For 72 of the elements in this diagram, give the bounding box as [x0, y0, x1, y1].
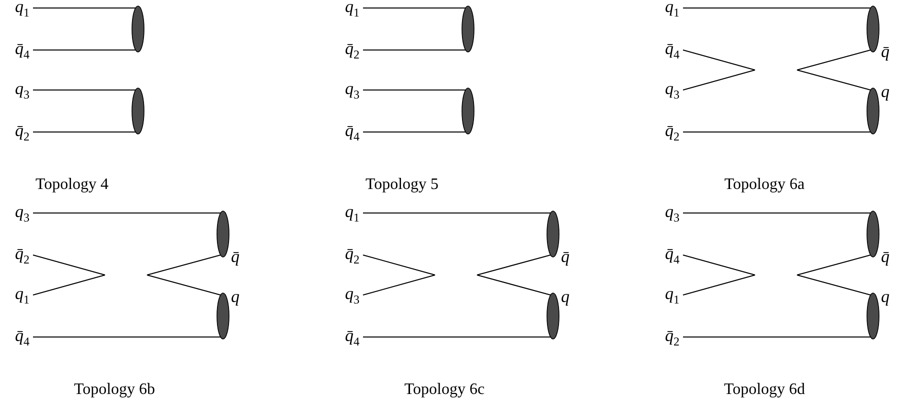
- quark-label: q̄$_{2}$: [345, 244, 360, 269]
- quark-label: q̄$_{2}$: [15, 120, 30, 146]
- panel-caption: Topology 5: [365, 175, 439, 195]
- hadron-blob: [461, 5, 475, 53]
- hadron-blob: [216, 210, 230, 258]
- quark-label: q̄$_{2}$: [345, 38, 360, 64]
- hadron-blob: [131, 5, 145, 53]
- quark-label: q$_{1}$: [345, 202, 360, 227]
- panel-caption: Topology 6b: [74, 380, 156, 400]
- quark-line: [32, 336, 222, 338]
- quark-label: q̄$_{2}$: [15, 244, 30, 269]
- hadron-blob: [461, 87, 475, 135]
- line-label: q̄: [881, 247, 890, 267]
- quark-line: [682, 212, 872, 214]
- quark-label: q̄$_{2}$: [665, 326, 680, 351]
- quark-line: [796, 254, 872, 276]
- line-label: q: [881, 287, 890, 307]
- quark-line: [682, 50, 756, 70]
- quark-label: q$_{3}$: [15, 202, 30, 227]
- quark-label: q$_{3}$: [665, 202, 680, 227]
- hadron-blob: [546, 292, 560, 340]
- line-label: q: [231, 287, 240, 307]
- panel-caption: Topology 6a: [724, 175, 805, 195]
- quark-line: [362, 212, 552, 214]
- line-label: q̄: [231, 247, 240, 267]
- quark-line: [796, 50, 872, 70]
- panel-caption: Topology 4: [35, 175, 109, 195]
- quark-line: [362, 254, 436, 276]
- quark-line: [682, 254, 756, 276]
- quark-line: [682, 70, 756, 90]
- quark-label: q$_{3}$: [345, 284, 360, 309]
- hadron-blob: [546, 210, 560, 258]
- line-label: q̄: [881, 42, 890, 62]
- quark-label: q̄$_{4}$: [15, 326, 30, 351]
- quark-line: [682, 274, 756, 296]
- hadron-blob: [866, 87, 880, 135]
- hadron-blob: [866, 292, 880, 340]
- quark-label: q̄$_{4}$: [345, 120, 360, 146]
- line-label: q: [881, 82, 890, 102]
- quark-line: [32, 254, 106, 276]
- quark-line: [362, 274, 436, 296]
- quark-line: [796, 70, 872, 90]
- quark-line: [796, 274, 872, 296]
- panel-caption: Topology 6c: [404, 380, 485, 400]
- quark-label: q$_{1}$: [345, 0, 360, 22]
- quark-label: q̄$_{4}$: [345, 326, 360, 351]
- quark-line: [32, 212, 222, 214]
- quark-label: q$_{1}$: [665, 0, 680, 22]
- quark-label: q$_{1}$: [665, 284, 680, 309]
- quark-label: q$_{3}$: [665, 78, 680, 104]
- quark-label: q̄$_{4}$: [665, 244, 680, 269]
- hadron-blob: [131, 87, 145, 135]
- hadron-blob: [216, 292, 230, 340]
- quark-line: [476, 254, 552, 276]
- quark-label: q$_{1}$: [15, 0, 30, 22]
- quark-line: [146, 254, 222, 276]
- line-label: q: [561, 287, 570, 307]
- quark-label: q$_{1}$: [15, 284, 30, 309]
- quark-label: q$_{3}$: [345, 78, 360, 104]
- quark-line: [682, 336, 872, 338]
- quark-line: [146, 274, 222, 296]
- quark-label: q̄$_{2}$: [665, 120, 680, 146]
- quark-line: [362, 336, 552, 338]
- panel-caption: Topology 6d: [724, 380, 806, 400]
- quark-line: [476, 274, 552, 296]
- quark-line: [32, 274, 106, 296]
- quark-label: q̄$_{4}$: [15, 38, 30, 64]
- quark-label: q̄$_{4}$: [665, 38, 680, 64]
- line-label: q̄: [561, 247, 570, 267]
- hadron-blob: [866, 210, 880, 258]
- hadron-blob: [866, 5, 880, 53]
- quark-label: q$_{3}$: [15, 78, 30, 104]
